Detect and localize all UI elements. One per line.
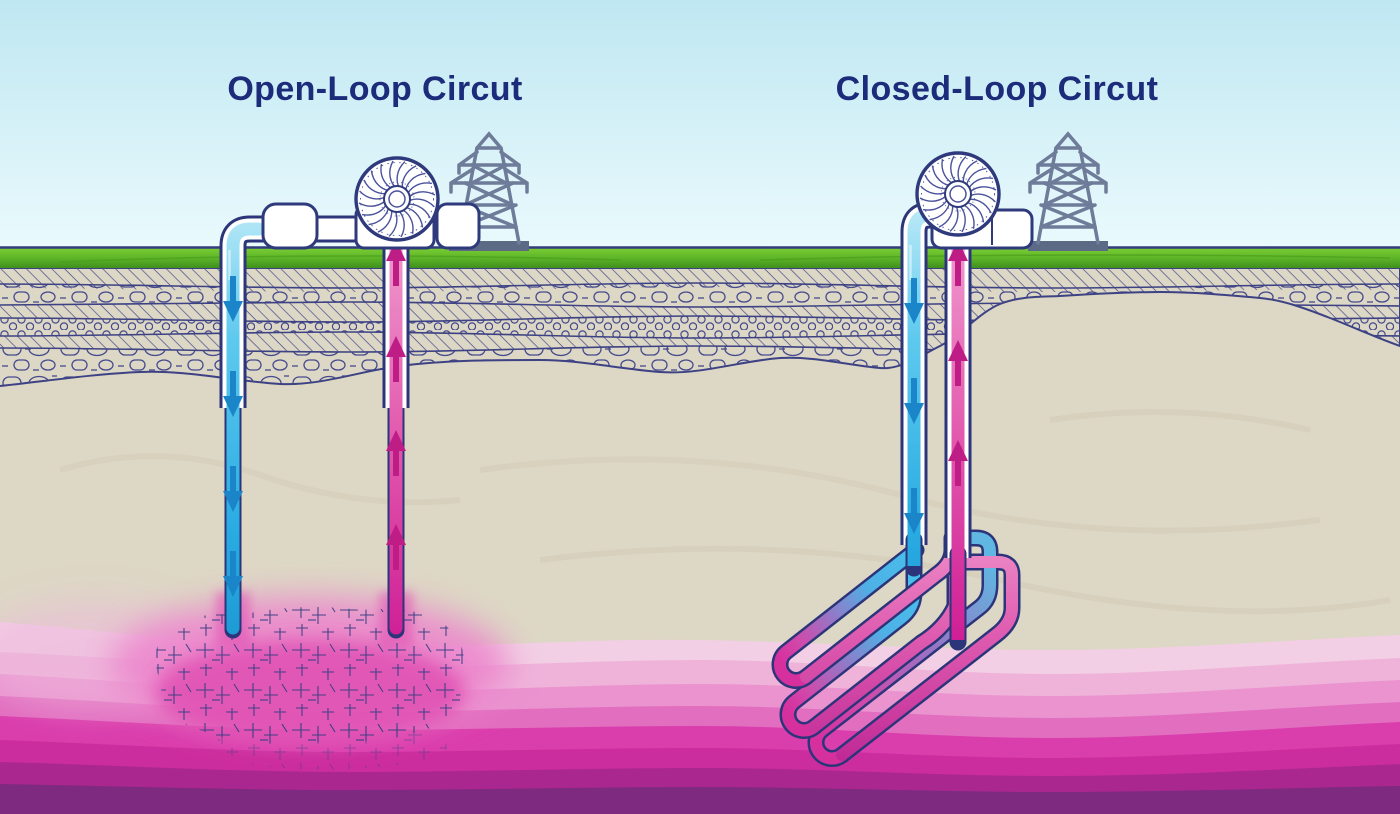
grass-surface xyxy=(0,246,1400,268)
closed-loop-production-pipe xyxy=(944,240,972,651)
fracture-zone xyxy=(0,592,510,770)
open-loop-production-pipe xyxy=(382,240,410,639)
open-loop-injection-pipe xyxy=(219,215,368,639)
sky xyxy=(0,0,1400,248)
open-loop-title: Open-Loop Circut xyxy=(227,70,523,108)
turbine-wheel-icon xyxy=(917,153,999,235)
open-loop-plant xyxy=(261,132,531,253)
generator-housing xyxy=(435,202,481,250)
plant-tank xyxy=(261,202,319,250)
fracture-cracks xyxy=(155,606,464,770)
closed-loop-plant xyxy=(917,132,1110,253)
turbine-wheel-icon xyxy=(356,158,438,240)
closed-loop-title: Closed-Loop Circut xyxy=(835,70,1159,108)
strata-outline xyxy=(0,267,1400,387)
earth-swirl-texture xyxy=(59,409,1391,615)
